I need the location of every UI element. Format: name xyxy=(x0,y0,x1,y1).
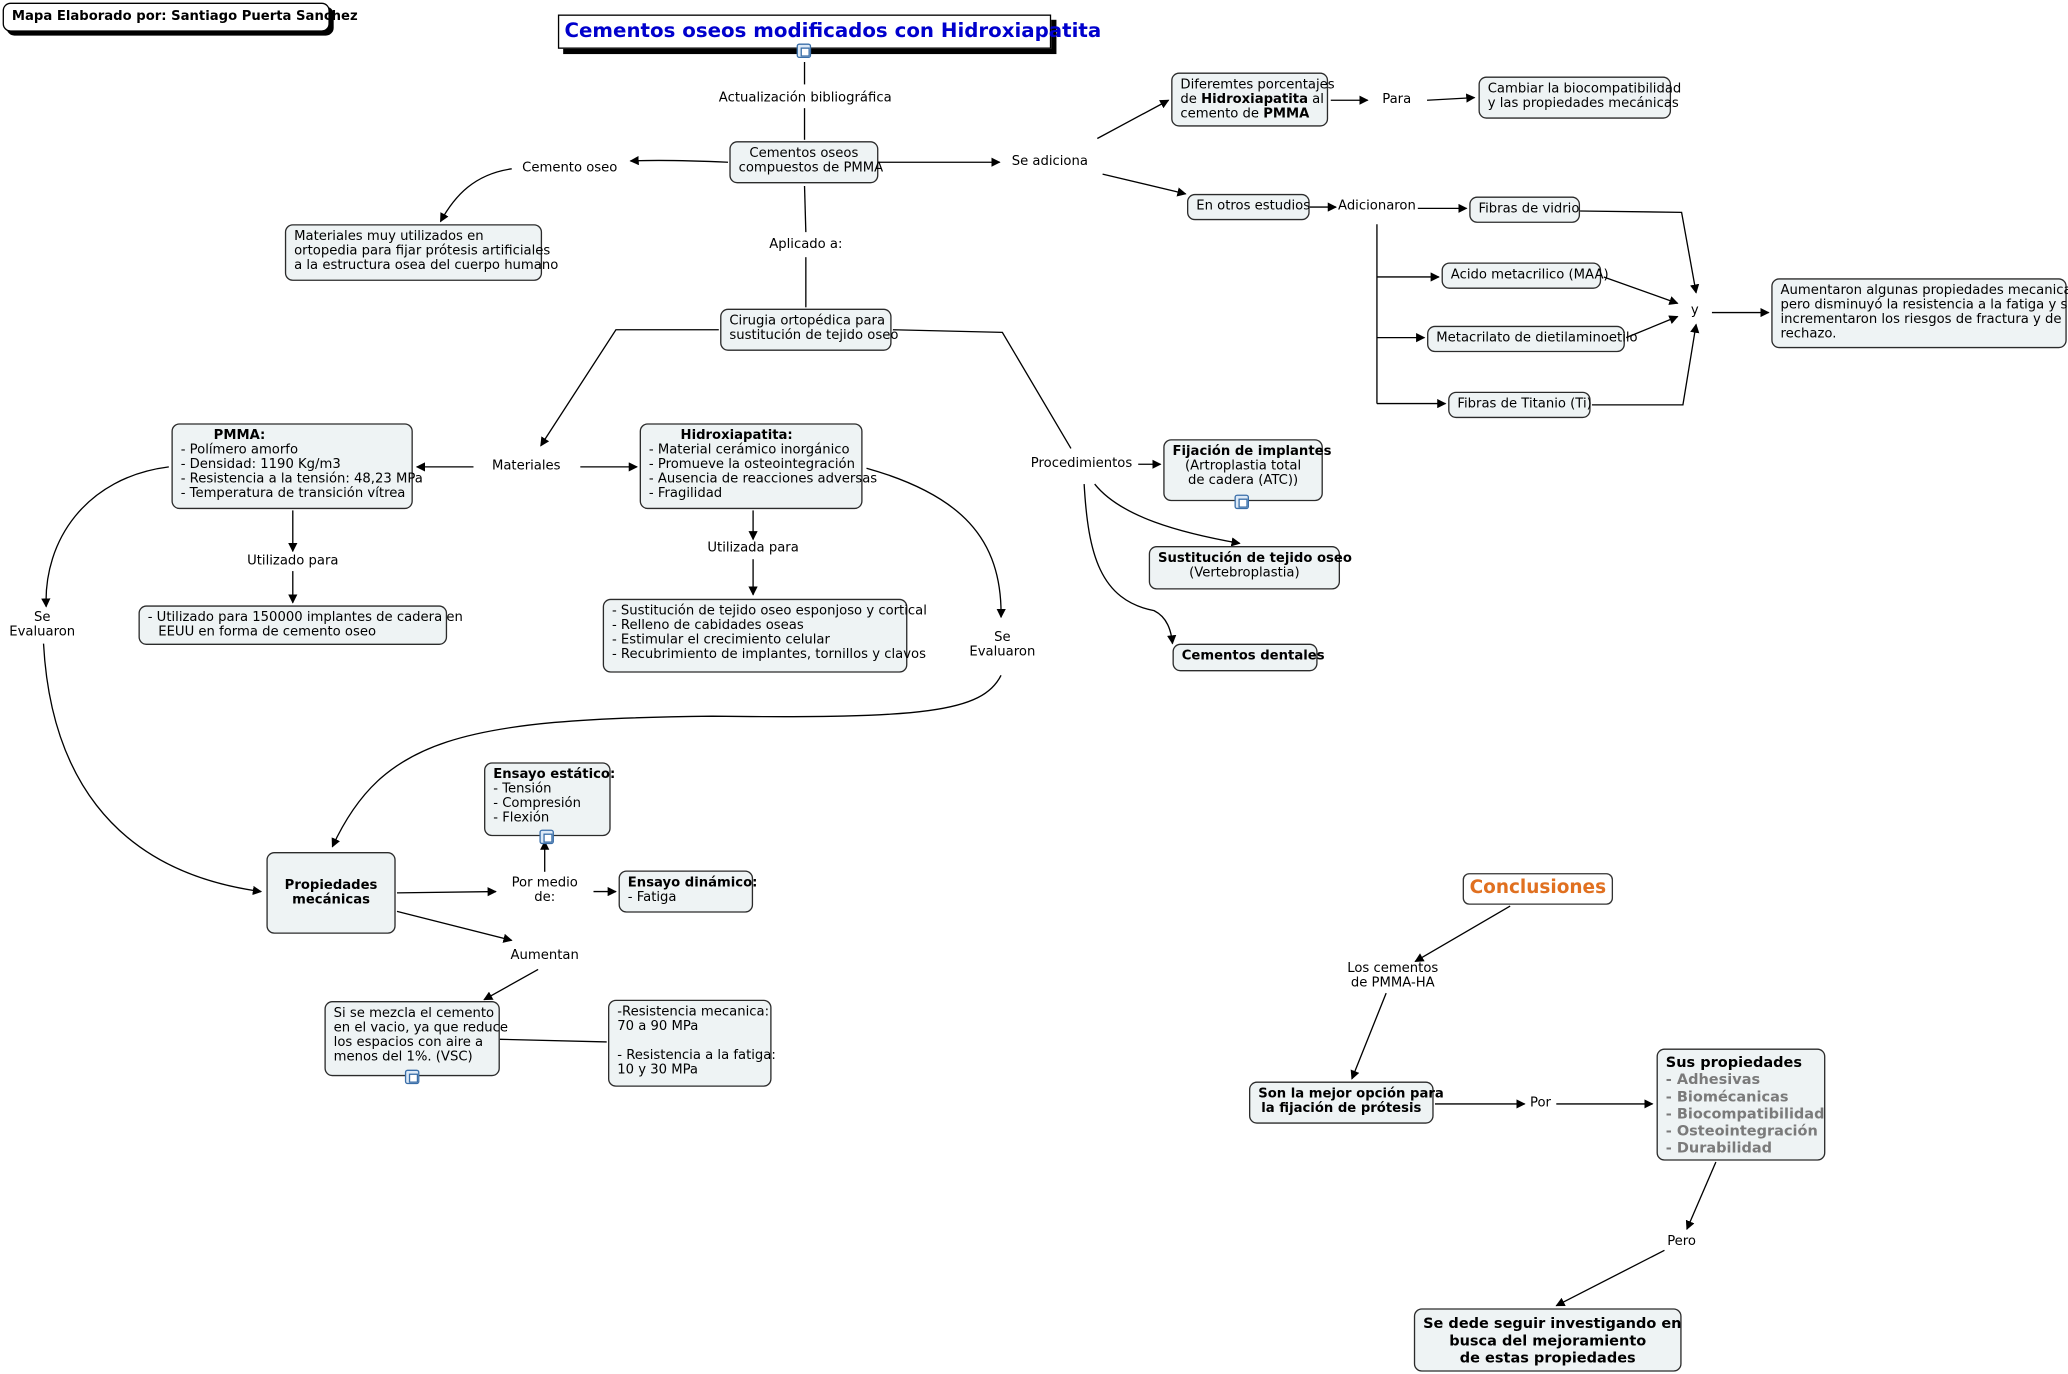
node-cementos-compuestos[interactable]: Cementos oseos compuestos de PMMA xyxy=(729,141,883,184)
link-seevaluaron-propiedades-right xyxy=(331,674,1002,848)
link-cirugia-procedimientos xyxy=(892,329,1072,449)
link-pero-seguir xyxy=(1555,1249,1665,1307)
node-mejor-opcion[interactable]: Son la mejor opción para la fijación de … xyxy=(1248,1081,1444,1124)
label-cemento-oseo: Cemento oseo xyxy=(522,160,618,176)
node-diferentes-porcentajes[interactable]: Diferemtes porcentajes de Hidroxiapatita… xyxy=(1171,72,1335,127)
node-aumentaron[interactable]: Aumentaron algunas propiedades mecanicas… xyxy=(1771,278,2068,349)
node-pmma[interactable]: PMMA: - Polímero amorfo - Densidad: 1190… xyxy=(171,423,423,510)
link-procedimientos-dentales xyxy=(1083,483,1177,645)
node-sus-propiedades[interactable]: Sus propiedades - Adhesivas - Biomécanic… xyxy=(1656,1048,1826,1161)
node-resistencia[interactable]: -Resistencia mecanica: 70 a 90 MPa - Res… xyxy=(608,999,776,1087)
node-seguir-investigando[interactable]: Se dede seguir investigando en busca del… xyxy=(1413,1308,1682,1372)
link-para-cambiar xyxy=(1427,93,1476,103)
node-ensayo-dinamico[interactable]: Ensayo dinámico: - Fatiga xyxy=(618,870,757,913)
link-aumentan-si xyxy=(483,968,539,1001)
link-titanio-y xyxy=(1591,323,1700,406)
label-utilizado-para: Utilizado para xyxy=(247,553,339,569)
link-propiedades-pormedio xyxy=(396,887,497,897)
label-actualizacion: Actualización bibliográfica xyxy=(718,91,892,106)
node-ensayo-estatico[interactable]: Ensayo estático: - Tensión - Compresión … xyxy=(484,762,615,837)
node-acido-metacrilico[interactable]: Acido metacrilico (MAA) xyxy=(1441,262,1609,289)
link-compuestos-aplicado xyxy=(803,185,807,233)
link-conclusiones-loscementos xyxy=(1414,905,1511,963)
link-cemento-materiales xyxy=(439,168,512,223)
node-sustitucion-tejido[interactable]: Sustitución de tejido oseo (Vertebroplas… xyxy=(1148,546,1352,590)
link-pmma-seevaluaron xyxy=(41,466,169,608)
label-los-cementos: Los cementos de PMMA-HA xyxy=(1347,961,1439,991)
node-cambiar-biocompatibilidad[interactable]: Cambiar la biocompatibilidad y las propi… xyxy=(1478,76,1681,119)
node-cementos-dentales[interactable]: Cementos dentales xyxy=(1172,643,1325,672)
label-por: Por xyxy=(1529,1096,1551,1111)
label-utilizada-para: Utilizada para xyxy=(707,540,799,556)
link-si-resistencia xyxy=(499,1038,607,1043)
label-adicionaron: Adicionaron xyxy=(1338,199,1416,214)
link-loscementos-mejor xyxy=(1350,992,1387,1080)
label-para: Para xyxy=(1382,92,1412,107)
label-se-evaluaron-left: Se Evaluaron xyxy=(9,610,76,640)
node-fibras-vidrio[interactable]: Fibras de vidrio xyxy=(1469,196,1581,223)
conclusiones-title: Conclusiones xyxy=(1462,873,1614,905)
label-por-medio: Por medio de: xyxy=(511,875,578,905)
note-icon[interactable] xyxy=(796,43,812,59)
image-icon[interactable] xyxy=(539,829,554,845)
image-icon[interactable] xyxy=(1234,494,1249,510)
node-si-se-mezcla[interactable]: Si se mezcla el cemento en el vacio, ya … xyxy=(324,1001,508,1077)
link-metacrilato-y xyxy=(1625,315,1679,339)
node-utilizado-150000[interactable]: - Utilizado para 150000 implantes de cad… xyxy=(138,605,463,645)
label-se-evaluaron-right: Se Evaluaron xyxy=(969,630,1036,660)
link-vidrio-y xyxy=(1580,210,1700,294)
label-pero: Pero xyxy=(1667,1234,1697,1249)
node-otros-estudios[interactable]: En otros estudios xyxy=(1187,193,1310,221)
link-ha-seevaluaron xyxy=(866,467,1006,619)
link-compuestos-cemento xyxy=(629,155,729,166)
link-procedimientos-sustitucion xyxy=(1094,483,1241,547)
map-title: Cementos oseos modificados con Hidroxiap… xyxy=(557,14,1101,49)
link-seevaluaron-propiedades-left xyxy=(42,643,263,896)
node-fijacion-implantes[interactable]: Fijación de implantes (Artroplastia tota… xyxy=(1163,439,1331,502)
image-icon[interactable] xyxy=(404,1069,420,1085)
link-seadiciona-diferentes xyxy=(1097,99,1170,140)
link-propiedades-aumentan xyxy=(396,910,513,943)
node-materiales-muy-utilizados[interactable]: Materiales muy utilizados en ortopedia p… xyxy=(284,224,558,281)
node-cirugia-ortopedica[interactable]: Cirugia ortopédica para sustitución de t… xyxy=(720,308,898,351)
label-procedimientos: Procedimientos xyxy=(1030,456,1133,471)
label-materiales: Materiales xyxy=(491,458,561,474)
link-acido-y xyxy=(1603,276,1679,305)
node-fibras-titanio[interactable]: Fibras de Titanio (Ti) xyxy=(1448,391,1592,419)
label-aumentan: Aumentan xyxy=(510,948,579,963)
label-y: y xyxy=(1690,303,1699,318)
node-metacrilato[interactable]: Metacrilato de dietilaminoetilo xyxy=(1427,325,1638,353)
node-hidroxiapatita[interactable]: Hidroxiapatita: - Material cerámico inor… xyxy=(639,423,877,510)
link-sus-pero xyxy=(1685,1161,1717,1231)
node-sustitucion-list[interactable]: - Sustitución de tejido oseo esponjoso y… xyxy=(602,598,927,673)
author-label: Mapa Elaborado por: Santiago Puerta Sanc… xyxy=(2,2,358,32)
link-cirugia-materiales xyxy=(540,329,719,447)
label-se-adiciona: Se adiciona xyxy=(1011,154,1088,169)
label-aplicado: Aplicado a: xyxy=(769,237,843,252)
node-propiedades-mecanicas[interactable]: Propiedades mecánicas xyxy=(266,852,396,934)
link-seadiciona-otros xyxy=(1102,173,1187,197)
